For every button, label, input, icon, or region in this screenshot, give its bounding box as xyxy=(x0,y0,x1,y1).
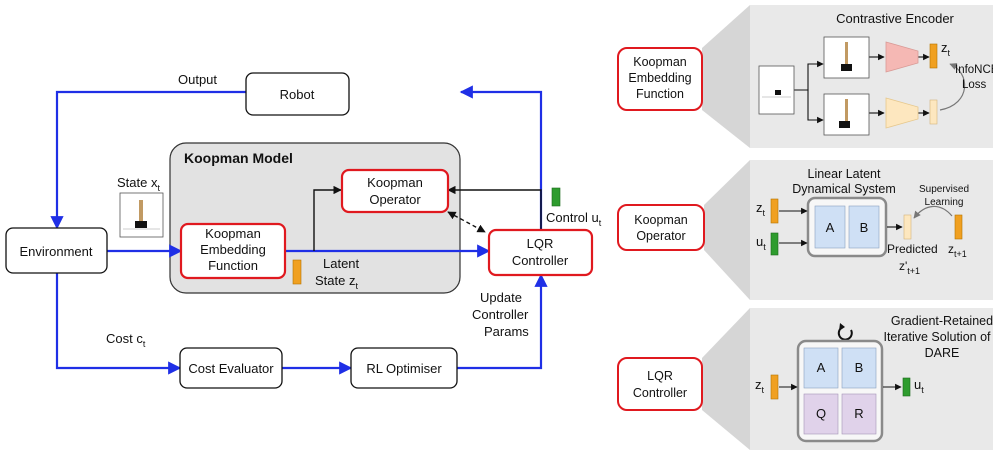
infonce-line1: InfoNCE xyxy=(955,64,993,76)
lqr-matrix-a xyxy=(803,347,839,389)
embedding-panel-label-box xyxy=(617,47,703,111)
lqr-u-bar xyxy=(902,377,911,397)
lqr-panel-label-box xyxy=(617,357,703,411)
lqr-a-label: A xyxy=(817,360,826,375)
rl-optimiser-label: RL Optimiser xyxy=(366,361,442,376)
latent-line2: State zt xyxy=(315,273,358,291)
encoder-trapezoid-bottom xyxy=(885,97,919,129)
operator-u-label: ut xyxy=(756,234,766,252)
lqr-title-3: DARE xyxy=(925,346,960,360)
predicted-line1: Predicted xyxy=(887,242,938,256)
operator-panel-label-2: Operator xyxy=(636,229,685,243)
operator-panel-label-1: Koopman xyxy=(634,213,688,227)
latent-bar xyxy=(292,259,302,285)
latent-bar-bottom xyxy=(929,99,938,125)
operator-arrows xyxy=(779,207,903,247)
operator-line2: Operator xyxy=(369,192,421,207)
lqr-panel-label-1: LQR xyxy=(647,369,673,383)
lqr-line1: LQR xyxy=(527,236,554,251)
lqr-q-label: Q xyxy=(816,406,826,421)
cost-evaluator-label: Cost Evaluator xyxy=(188,361,274,376)
matrix-a xyxy=(814,205,846,249)
operator-title-1: Linear Latent xyxy=(808,167,882,181)
cartpole-input-image xyxy=(758,65,795,115)
operator-z-label: zt xyxy=(756,200,766,218)
environment-label: Environment xyxy=(20,244,93,259)
operator-panel-label-box xyxy=(617,204,705,251)
next-z-label: zt+1 xyxy=(948,242,967,259)
lqr-line2: Controller xyxy=(512,253,569,268)
control-label: Control ut xyxy=(546,210,602,228)
output-label: Output xyxy=(178,72,217,87)
contrastive-arrows xyxy=(794,53,930,124)
supervised-arrow xyxy=(913,205,953,219)
embedding-box xyxy=(179,222,287,280)
embedding-panel-label-3: Function xyxy=(636,87,684,101)
lqr-matrix-r xyxy=(841,393,877,435)
lqr-z-bar xyxy=(770,374,779,400)
next-latent-bar xyxy=(954,214,963,240)
latent-line1: Latent xyxy=(323,256,360,271)
update-line3: Params xyxy=(484,324,529,339)
koopman-model-title: Koopman Model xyxy=(184,150,293,166)
lqr-title-1: Gradient-Retained xyxy=(891,314,993,328)
embedding-line2: Embedding xyxy=(200,242,266,257)
control-bar xyxy=(551,187,561,207)
lqr-b-label: B xyxy=(855,360,864,375)
operator-u-bar xyxy=(770,232,779,256)
operator-z-bar xyxy=(770,198,779,224)
contrastive-encoder-title: Contrastive Encoder xyxy=(836,11,954,26)
infonce-arrow xyxy=(939,63,966,111)
operator-title-2: Dynamical System xyxy=(792,182,896,196)
matrix-a-label: A xyxy=(826,220,835,235)
predicted-line2: z't+1 xyxy=(899,259,920,276)
lqr-title-2: Iterative Solution of xyxy=(883,330,991,344)
encoder-z-label: zt xyxy=(941,40,951,58)
cost-label: Cost ct xyxy=(106,331,146,349)
cartpole-view-bottom xyxy=(823,93,870,136)
infonce-line2: Loss xyxy=(962,79,987,91)
cartpole-view-top xyxy=(823,36,870,79)
matrix-b-label: B xyxy=(860,220,869,235)
black-arrows xyxy=(313,185,542,251)
blue-flow-arrows xyxy=(50,85,548,375)
robot-label: Robot xyxy=(280,87,315,102)
lqr-panel-label-2: Controller xyxy=(633,386,687,400)
lqr-r-label: R xyxy=(854,406,863,421)
embedding-callout-wedge xyxy=(702,5,750,148)
update-line2: Controller xyxy=(472,307,529,322)
lqr-box xyxy=(487,228,594,277)
embedding-panel-label-1: Koopman xyxy=(633,55,687,69)
lqr-callout-wedge xyxy=(702,308,750,450)
supervised-line2: Learning xyxy=(925,197,964,208)
latent-bar-top xyxy=(929,43,938,69)
environment-box xyxy=(5,227,108,274)
robot-box xyxy=(245,72,350,116)
lqr-matrix-b xyxy=(841,347,877,389)
rl-optimiser-box xyxy=(350,347,458,389)
matrix-b xyxy=(848,205,880,249)
state-label: State xt xyxy=(117,175,160,193)
update-line1: Update xyxy=(480,290,522,305)
lqr-u-label: ut xyxy=(914,377,924,395)
operator-line1: Koopman xyxy=(367,175,423,190)
iterate-icon xyxy=(837,323,853,341)
cartpole-state-image xyxy=(119,192,164,238)
embedding-line3: Function xyxy=(208,258,258,273)
encoder-trapezoid-top xyxy=(885,41,919,73)
operator-box xyxy=(340,168,450,214)
cost-evaluator-box xyxy=(179,347,283,389)
embedding-line1: Koopman xyxy=(205,226,261,241)
supervised-line1: Supervised xyxy=(919,184,969,195)
lqr-matrix-q xyxy=(803,393,839,435)
embedding-panel-label-2: Embedding xyxy=(628,71,691,85)
lqr-z-label: zt xyxy=(755,377,765,395)
predicted-bar xyxy=(903,214,912,240)
operator-callout-wedge xyxy=(704,160,750,300)
